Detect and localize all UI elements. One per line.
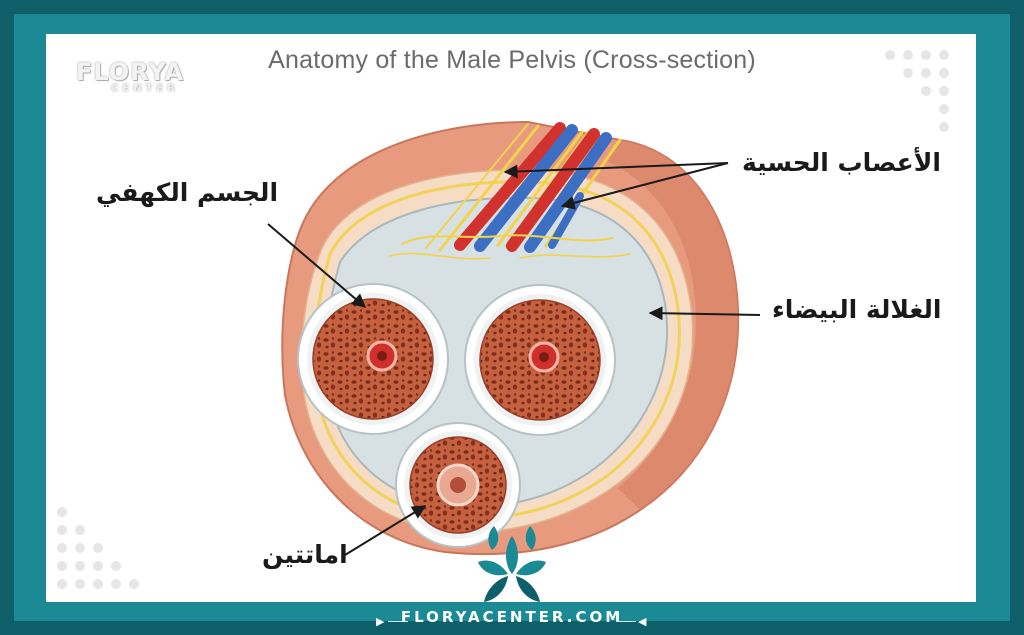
logo-word: FLORYA [75,58,185,86]
florya-logo: FLORYA CENTER [70,58,190,94]
footer-line-right [616,621,636,622]
skin-side-band [605,140,739,510]
neurovascular-bundle [389,122,631,260]
leader-nerves-2 [560,162,729,210]
leader-tunica [648,306,761,321]
footer-site[interactable]: FLORYACENTER.COM [400,608,624,626]
label-urethra: اماتتين [262,540,348,569]
leader-nerves-1 [503,162,729,179]
leader-lines [267,162,761,556]
chevron-right-icon: ▶ [376,615,385,628]
florya-leaf-icon [478,526,546,602]
corpus-spongiosum [395,422,521,548]
chevron-left-icon: ◀ [638,615,647,628]
footer-line-left [388,621,408,622]
corpus-cavernosum-right [464,284,616,436]
logo-sub: CENTER [111,83,179,94]
label-corpus-cavernosum: الجسم الكهفي [96,178,279,207]
label-tunica-albuginea: الغلالة البيضاء [772,295,942,324]
leader-urethra [344,505,427,556]
dot-pattern-icon [57,50,949,589]
leader-cavernosum [267,223,367,308]
corpus-cavernosum-left [297,283,449,435]
label-sensory-nerves: الأعصاب الحسية [742,148,941,177]
diagram-title: Anatomy of the Male Pelvis (Cross-sectio… [268,46,756,74]
